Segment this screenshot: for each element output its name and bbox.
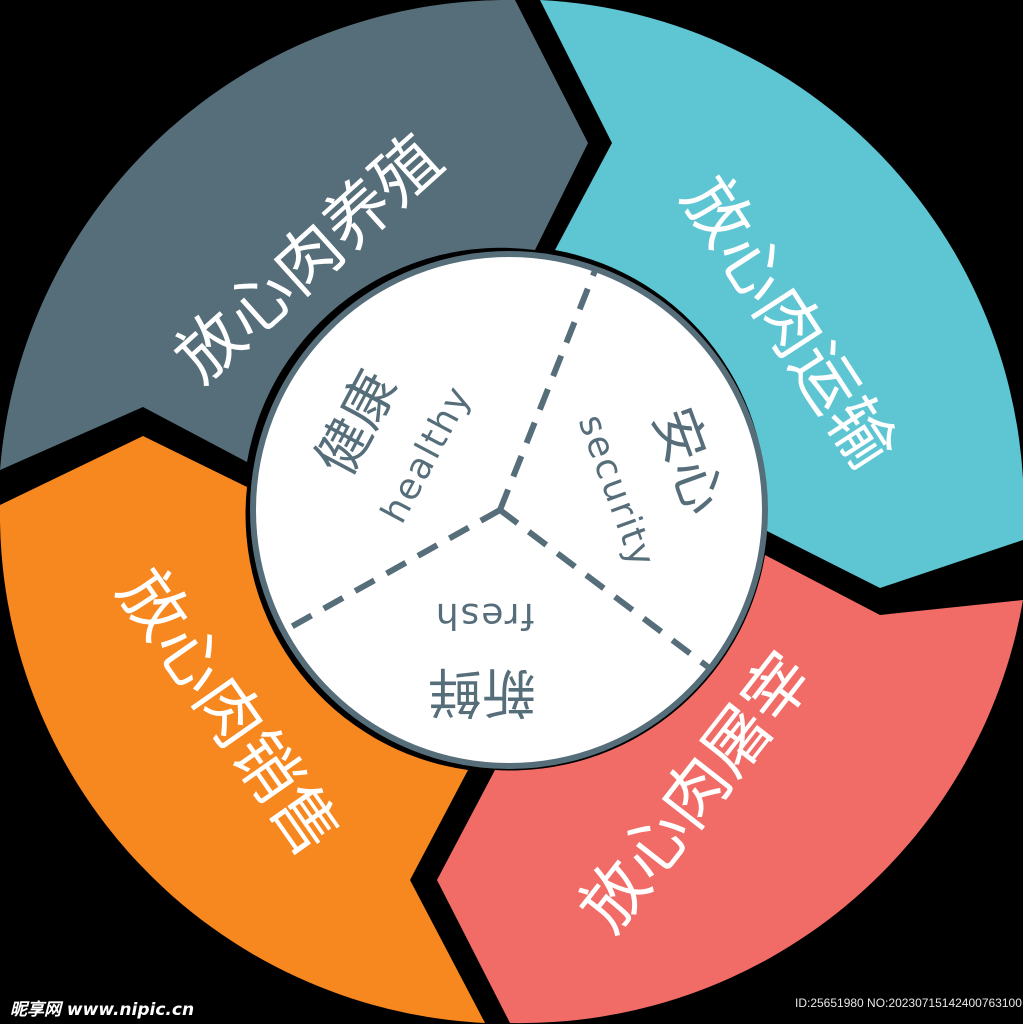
segment-breeding bbox=[0, 0, 588, 470]
core-dividers bbox=[280, 266, 710, 670]
core-fresh-cn: 新鲜 bbox=[428, 660, 536, 723]
segment-transport bbox=[540, 0, 1023, 588]
core-circle bbox=[250, 251, 768, 769]
segment-sales bbox=[0, 436, 485, 1023]
segment-slaughter bbox=[437, 555, 1023, 1024]
watermark-site: 昵享网 www.nipic.cn bbox=[10, 1000, 195, 1020]
watermark-id: ID:25651980 NO:20230715142400763100 bbox=[795, 996, 1022, 1010]
core-fresh-en: fresh bbox=[434, 595, 534, 636]
